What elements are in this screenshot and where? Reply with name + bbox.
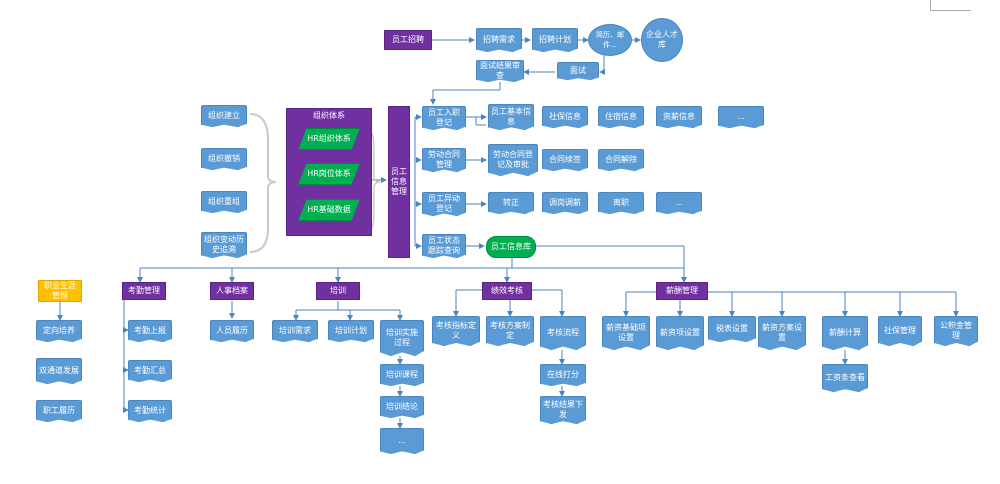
node-social-info[interactable]: 社保信息 [542,106,588,128]
node-dorm-info[interactable]: 住宿信息 [598,106,644,128]
frame-corner [930,0,971,11]
node-salary-plan[interactable]: 薪资方案设置 [758,316,806,350]
node-att-stats[interactable]: 考勤统计 [128,400,172,422]
node-contract-reg[interactable]: 劳动合同登记及审批 [488,144,538,176]
node-more-3[interactable]: ... [380,428,424,454]
node-training[interactable]: 培训 [316,282,360,300]
node-org-rebuild[interactable]: 组织重组 [201,191,247,213]
node-train-result[interactable]: 培训结论 [380,396,424,418]
node-regular[interactable]: 转正 [488,192,534,214]
node-social-mgmt[interactable]: 社保管理 [878,316,922,346]
node-resign[interactable]: 离职 [598,192,644,214]
org-system-label: 组织体系 [313,111,345,120]
node-onboard[interactable]: 员工入职登记 [422,106,466,130]
node-contract[interactable]: 劳动合同管理 [422,148,466,172]
node-recruit[interactable]: 员工招聘 [384,30,432,50]
node-dual-path[interactable]: 双通道发展 [36,358,82,384]
node-eval-result[interactable]: 考核结果下发 [540,396,586,424]
node-payroll[interactable]: 薪酬管理 [656,282,708,300]
node-recruit-demand[interactable]: 招聘需求 [476,28,522,52]
node-career-train[interactable]: 定向培养 [36,320,82,342]
node-salary-calc[interactable]: 薪酬计算 [822,316,868,350]
node-fund-mgmt[interactable]: 公积金管理 [934,316,978,346]
node-org-adjust[interactable]: 组织撤销 [201,148,247,170]
node-train-plan[interactable]: 培训计划 [328,320,374,342]
node-att-report[interactable]: 考勤上报 [128,320,172,342]
node-emp-db[interactable]: 员工信息库 [486,236,536,258]
node-train-course[interactable]: 培训课程 [380,364,424,386]
node-career[interactable]: 职业生涯管理 [38,280,82,302]
node-online-score[interactable]: 在线打分 [540,364,586,386]
node-att-summary[interactable]: 考勤汇总 [128,360,172,382]
node-emp-info-mgmt[interactable]: 员工信息管理 [388,106,410,258]
node-recruit-plan[interactable]: 招聘计划 [532,28,578,52]
node-org-history[interactable]: 组织变动历史追溯 [201,232,247,258]
node-salary-base[interactable]: 薪资基础项设置 [602,316,650,350]
node-hr-org[interactable]: HR组织体系 [298,128,360,150]
node-plan-make[interactable]: 考核方案制定 [486,316,534,346]
node-transfer[interactable]: 员工异动登记 [422,192,466,216]
node-salary-info[interactable]: 资薪信息 [656,106,702,128]
node-salary-item[interactable]: 薪资项设置 [656,316,704,350]
node-contract-end[interactable]: 合同解除 [598,149,644,171]
node-wage-query[interactable]: 工资条查看 [822,364,868,392]
node-status-query[interactable]: 员工状态跟踪查询 [422,234,466,258]
node-org-build[interactable]: 组织建立 [201,105,247,127]
node-tax[interactable]: 税表设置 [708,316,756,342]
node-personnel[interactable]: 人事档案 [210,282,254,300]
node-interview[interactable]: 面试 [557,62,599,80]
node-hr-post[interactable]: HR岗位体系 [298,163,360,185]
node-eval-flow[interactable]: 考核流程 [540,316,586,350]
node-kpi-def[interactable]: 考核指标定义 [432,316,480,346]
node-more-1[interactable]: ... [718,106,764,128]
node-attendance[interactable]: 考勤管理 [122,282,166,300]
node-more-2[interactable]: ... [656,192,702,214]
node-transfer-job[interactable]: 调岗调薪 [542,192,588,214]
node-contract-renew[interactable]: 合同续签 [542,149,588,171]
node-emp-history[interactable]: 职工履历 [36,400,82,422]
node-hr-base[interactable]: HR基础数据 [298,199,360,221]
node-train-process[interactable]: 培训实施过程 [380,320,424,356]
node-resume[interactable]: 简历、邮件... [588,24,632,56]
node-basic-info[interactable]: 员工基本信息 [488,104,534,130]
node-train-demand[interactable]: 培训需求 [272,320,318,342]
node-personal-resume[interactable]: 人员履历 [210,320,254,342]
node-performance[interactable]: 绩效考核 [482,282,532,300]
node-interview-result[interactable]: 面试结果审查 [476,60,524,82]
node-talent-pool[interactable]: 企业人才库 [641,18,683,62]
